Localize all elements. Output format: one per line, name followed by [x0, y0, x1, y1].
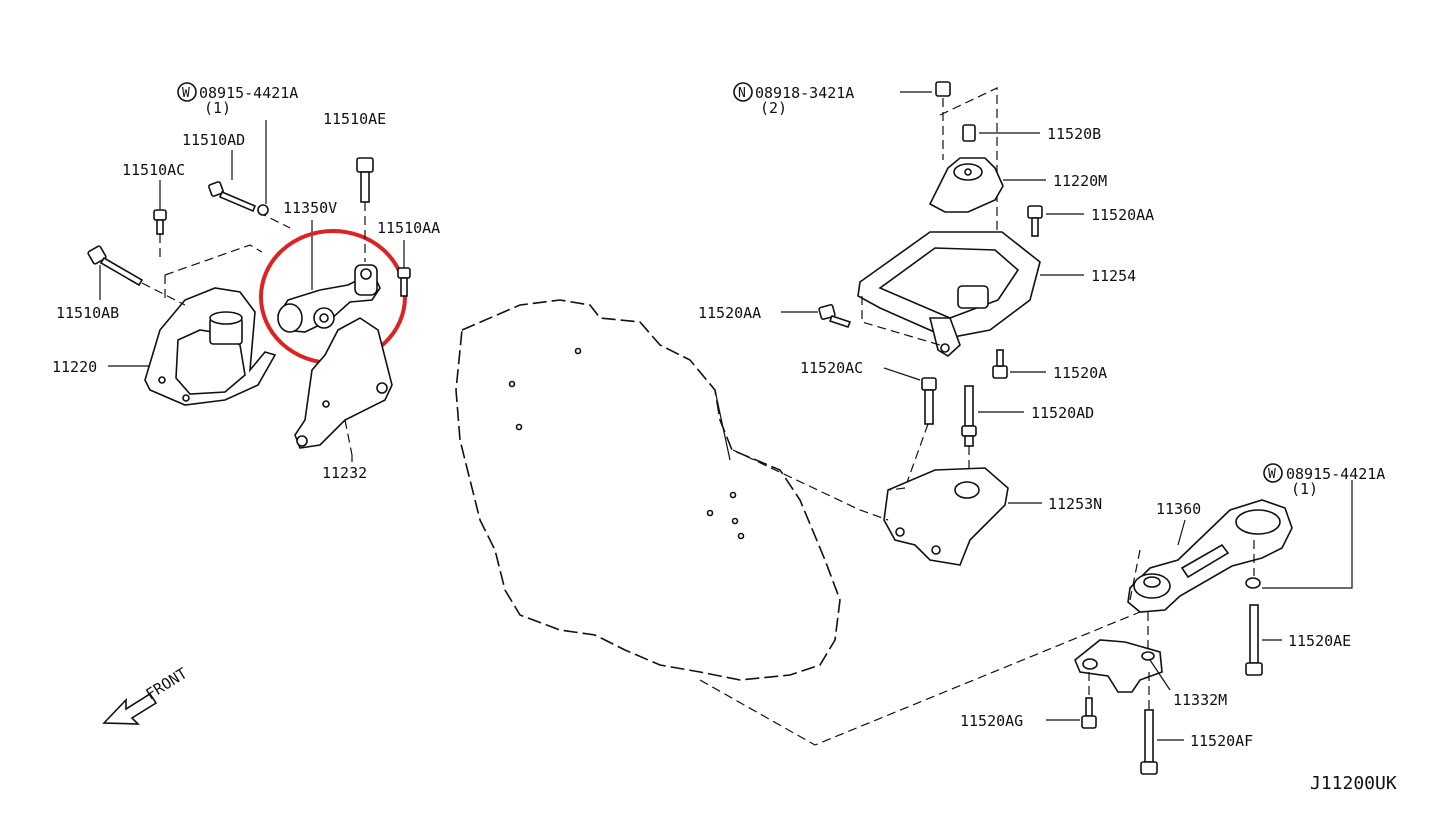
label-11520AG: 11520AG [960, 712, 1023, 730]
front-label: FRONT [143, 664, 191, 703]
washer-marker-right-icon [1263, 463, 1283, 483]
label-11520AD: 11520AD [1031, 404, 1094, 422]
bracket-11332M [1074, 612, 1171, 693]
label-11520AA-left: 11520AA [698, 304, 761, 322]
bolt-11510AC [153, 180, 167, 262]
nut-marker-icon [733, 82, 753, 102]
stud-11520B [962, 124, 1040, 142]
washer-marker-left: W [182, 86, 190, 101]
nut-marker: N [738, 86, 746, 101]
bolt-11520A [992, 349, 1046, 379]
label-11520B: 11520B [1047, 125, 1101, 143]
label-11510AE: 11510AE [323, 110, 386, 128]
label-washer-right-code: 08915-4421A [1286, 465, 1385, 483]
upper-rod-leader [1129, 549, 1141, 601]
washer-left [177, 82, 269, 216]
label-11520AA-right: 11520AA [1091, 206, 1154, 224]
label-11360: 11360 [1156, 500, 1201, 518]
label-11332M: 11332M [1173, 691, 1227, 709]
bolt-11520AF [1140, 672, 1184, 775]
diagram-code: J11200UK [1310, 773, 1397, 794]
bolt-11520AA-left [781, 304, 852, 328]
label-11510AC: 11510AC [122, 161, 185, 179]
bolt-11520AE [1245, 540, 1282, 676]
label-11220: 11220 [52, 358, 97, 376]
label-11520A: 11520A [1053, 364, 1107, 382]
label-nut-code: 08918-3421A [755, 84, 854, 102]
washer-right [1245, 463, 1353, 589]
engine-block [455, 299, 841, 681]
label-11253N: 11253N [1048, 495, 1102, 513]
bolt-11510AA [397, 240, 411, 297]
washer-marker-right: W [1268, 467, 1276, 482]
label-11520AF: 11520AF [1190, 732, 1253, 750]
label-11254: 11254 [1091, 267, 1136, 285]
label-11520AC: 11520AC [800, 359, 863, 377]
nut-right [733, 81, 998, 300]
label-11220M: 11220M [1053, 172, 1107, 190]
bolt-11520AA-right [1027, 205, 1084, 237]
stud-11520AD [961, 385, 1024, 480]
label-11232: 11232 [322, 464, 367, 482]
torque-rod-11360 [1127, 499, 1293, 613]
bolt-11510AB [87, 245, 186, 306]
washer-marker-icon [177, 82, 197, 102]
lower-mount-leader [699, 611, 1141, 746]
label-washer-right-qty: (1) [1291, 480, 1318, 498]
label-11520AE: 11520AE [1288, 632, 1351, 650]
bolt-11510AE [356, 157, 374, 262]
label-washer-left-code: 08915-4421A [199, 84, 298, 102]
front-arrow-icon [102, 692, 158, 725]
label-nut-qty: (2) [760, 99, 787, 117]
torque-rod-11350V [277, 220, 381, 333]
bolt-11520AC [883, 367, 937, 489]
bracket-11253N [732, 449, 1042, 566]
label-11350V: 11350V [283, 199, 337, 217]
mount-11220 [108, 244, 277, 406]
bracket-11232 [294, 317, 393, 462]
label-11510AA: 11510AA [377, 219, 440, 237]
bolt-11520AG [1046, 672, 1097, 729]
label-11510AB: 11510AB [56, 304, 119, 322]
insulator-11220M [928, 157, 1046, 213]
label-11510AD: 11510AD [182, 131, 245, 149]
label-washer-left-qty: (1) [204, 99, 231, 117]
bracket-11254 [857, 231, 1084, 357]
bolt-11510AD [208, 150, 291, 229]
